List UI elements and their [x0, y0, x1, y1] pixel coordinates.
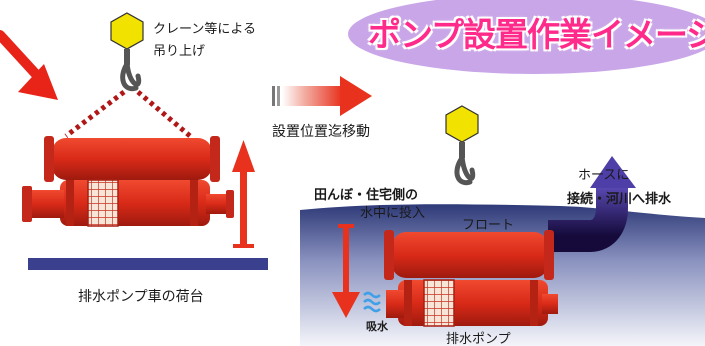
water-intake-icon	[363, 291, 381, 313]
pointer-arrow-icon	[0, 30, 58, 100]
label-crane-line2: 吊り上げ	[153, 44, 206, 59]
label-pump: 排水ポンプ	[446, 332, 511, 346]
title-badge	[348, 0, 705, 74]
label-hose-line1: ホースに	[578, 168, 630, 183]
lift-arrow-icon	[232, 140, 255, 248]
label-crane-line1: クレーン等による	[153, 22, 256, 37]
pump-lifted	[22, 136, 234, 227]
label-intake: 吸水	[366, 320, 388, 333]
discharge-hose-icon	[548, 156, 636, 252]
label-float: フロート	[462, 218, 515, 233]
truck-bed	[28, 258, 268, 270]
label-hose-line2: 接続・河川へ排水	[567, 192, 672, 207]
sling-ropes	[64, 90, 192, 138]
hook-icon	[110, 12, 144, 92]
label-truck-bed: 排水ポンプ車の荷台	[78, 289, 204, 305]
hook-icon-2	[445, 105, 479, 186]
label-field-line1: 田んぼ・住宅側の	[314, 188, 419, 203]
label-field-line2: 水中に投入	[360, 206, 426, 221]
move-arrow-icon	[272, 76, 372, 116]
diagram-title: ポンプ設置作業イメージ	[368, 15, 705, 54]
sink-arrow-icon	[332, 224, 360, 318]
label-move: 設置位置迄移動	[272, 124, 370, 140]
pump-submerged	[384, 230, 558, 327]
